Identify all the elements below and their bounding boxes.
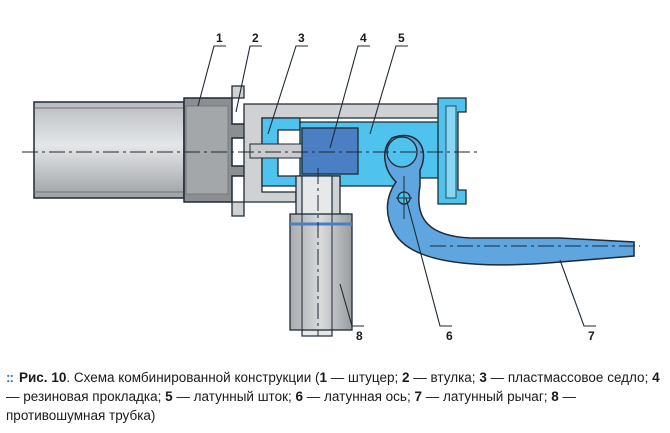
caption-item-number: 2 [402, 370, 410, 385]
fitting-collar [183, 97, 249, 203]
caption-item-text: — втулка; [409, 370, 480, 385]
caption-item-text: — пластмассовое седло; [486, 370, 653, 385]
caption-title: . Схема комбинированной конструкции ( [66, 370, 320, 385]
center-lines [22, 151, 640, 336]
anti-noise-tube [289, 175, 353, 331]
caption-item: 5 — латунный шток; [165, 389, 295, 404]
caption-marker: :: [6, 370, 14, 385]
leader-lines [197, 45, 596, 327]
caption-item-number: 1 [319, 370, 328, 385]
caption-item-number: 6 [295, 389, 304, 404]
caption-item: 6 — латунная ось; [296, 389, 415, 404]
caption-item-number: 4 [652, 370, 660, 385]
caption-item: 8 — противошумная трубка) [6, 389, 576, 423]
figure-caption: ::Рис. 10. Схема комбинированной констру… [6, 368, 666, 425]
caption-item: 4 — резиновая прокладка; [6, 370, 660, 404]
caption-item-text: — латунная ось; [303, 389, 415, 404]
callout-5: 5 [398, 31, 405, 45]
brass-lever [384, 134, 635, 266]
callout-3: 3 [298, 31, 305, 45]
callout-labels: 1 2 3 4 5 6 7 8 [216, 31, 595, 343]
caption-item-number: 8 [551, 389, 559, 404]
caption-item-text: — резиновая прокладка; [6, 389, 166, 404]
caption-item-number: 5 [165, 389, 173, 404]
valve-assembly-diagram: 1 2 3 4 5 6 7 8 [22, 31, 640, 343]
callout-4: 4 [360, 31, 367, 45]
caption-item: 1 — штуцер; [320, 370, 403, 385]
callout-6: 6 [446, 329, 453, 343]
caption-item-text: — противошумная трубка) [6, 389, 577, 423]
caption-figure-number: Рис. 10 [19, 370, 67, 385]
callout-7: 7 [588, 329, 595, 343]
caption-item: 3 — пластмассовое седло; [479, 370, 652, 385]
callout-8: 8 [356, 329, 363, 343]
caption-item-text: — штуцер; [327, 370, 403, 385]
end-cap [437, 97, 467, 205]
callout-1: 1 [216, 31, 223, 45]
caption-item-number: 7 [414, 389, 422, 404]
caption-item: 7 — латунный рычаг; [414, 389, 551, 404]
caption-item: 2 — втулка; [402, 370, 479, 385]
callout-2: 2 [252, 31, 259, 45]
caption-item-number: 3 [479, 370, 487, 385]
caption-item-text: — латунный рычаг; [421, 389, 552, 404]
fitting-pipe [33, 101, 185, 199]
rubber-gasket [301, 127, 359, 175]
caption-item-text: — латунный шток; [172, 389, 296, 404]
